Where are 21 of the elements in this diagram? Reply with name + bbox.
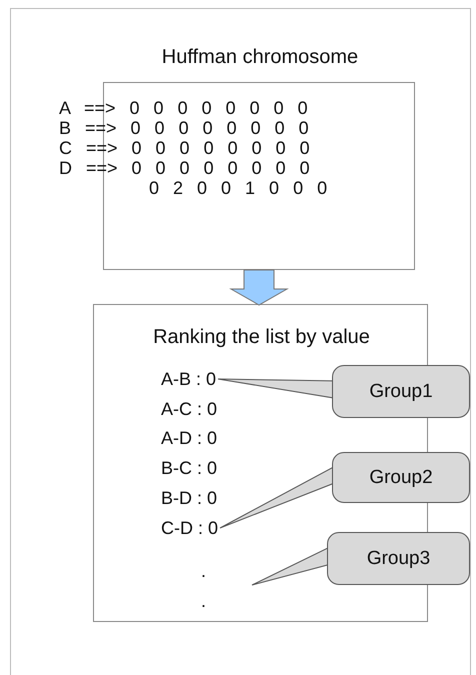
list-item: A-D : 0	[161, 427, 218, 449]
list-item: A-B : 0	[161, 368, 216, 390]
list-item: B-D : 0	[161, 487, 218, 509]
sum-row: 0 2 0 0 1 0 0 0	[149, 179, 328, 197]
callout-pointer	[220, 466, 334, 528]
callout-bubble: Group2	[332, 452, 470, 503]
list-item: .	[201, 561, 206, 581]
list-item: B-C : 0	[161, 457, 218, 479]
callout-pointer	[252, 547, 328, 586]
block-arrow	[229, 270, 289, 306]
list-item: A-C : 0	[161, 398, 218, 420]
callout-pointer	[218, 378, 334, 398]
chromosome-row: B ==> 0 0 0 0 0 0 0 0	[59, 119, 309, 137]
panel-heading: Huffman chromosome	[160, 47, 360, 67]
chromosome-row: A ==> 0 0 0 0 0 0 0 0	[59, 99, 308, 117]
list-item: C-D : 0	[161, 517, 218, 539]
panel-heading: Ranking the list by value	[152, 327, 371, 347]
list-item: .	[201, 591, 206, 611]
chromosome-row: D ==> 0 0 0 0 0 0 0 0	[59, 159, 310, 177]
callout-bubble: Group1	[332, 365, 470, 418]
chromosome-row: C ==> 0 0 0 0 0 0 0 0	[59, 139, 310, 157]
